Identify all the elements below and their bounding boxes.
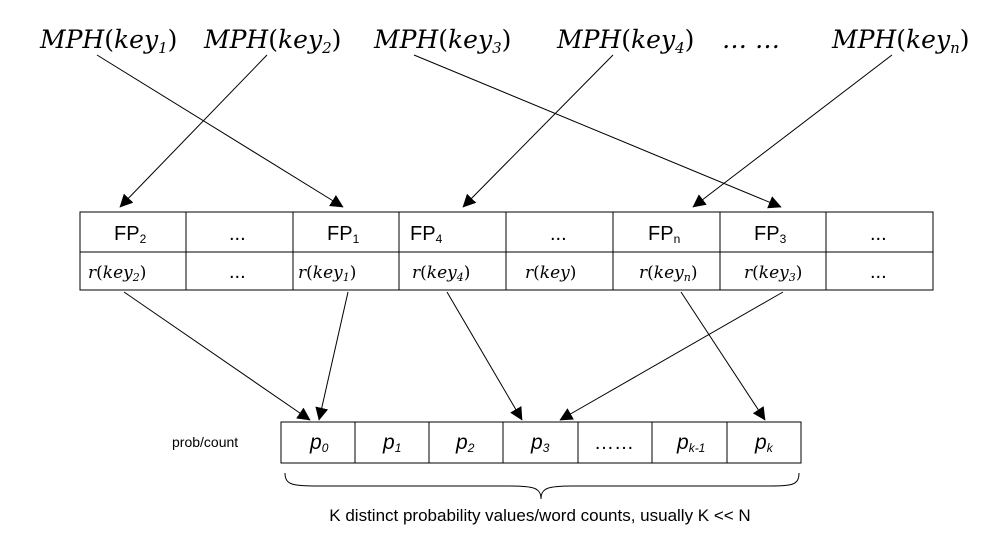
- fp-cell-ellipsis: ...: [870, 223, 887, 245]
- mph-key-n-label: MPH(keyn): [831, 25, 970, 57]
- mph-key-2-label: MPH(key2): [203, 25, 341, 57]
- fp-cell-ellipsis: ...: [550, 223, 567, 245]
- prob-cell-3: p3: [530, 431, 550, 455]
- r-key-cell-1: r(key1): [298, 263, 356, 284]
- rank-to-prob-arrows: [123, 291, 784, 421]
- fp-cell-ellipsis: ...: [229, 223, 246, 245]
- arrow-mph4-to-fp4: [462, 54, 614, 208]
- fp-cell-n: FPn: [648, 223, 680, 246]
- curly-brace: [284, 472, 800, 500]
- mph-key-4-label: MPH(key4): [556, 25, 694, 57]
- r-key-cell-n: r(keyn): [639, 263, 697, 284]
- prob-table-border: [280, 421, 802, 464]
- prob-cell-k-minus-1: pk-1: [676, 431, 705, 455]
- mph-key-3-label: MPH(key3): [373, 25, 511, 57]
- prob-cell-0: p0: [309, 431, 329, 455]
- arrow-mphn-to-fpn: [692, 54, 893, 208]
- r-key-cell-3: r(key3): [744, 263, 802, 284]
- r-key-cell-2: r(key2): [88, 263, 146, 284]
- mph-to-fp-arrows: [96, 54, 893, 209]
- mph-ellipsis: … …: [722, 25, 780, 54]
- mph-key-1-label: MPH(key1): [39, 25, 177, 57]
- fp-cell-3: FP3: [754, 223, 787, 246]
- prob-cell-1: p1: [382, 431, 401, 455]
- r-key-cell-4: r(key4): [412, 263, 470, 284]
- caption-text: K distinct probability values/word count…: [329, 506, 750, 525]
- fp-cell-4: FP4: [410, 223, 443, 246]
- prob-cell-k: pk: [754, 431, 774, 455]
- arrow-r1-to-p0: [315, 291, 349, 421]
- r-key-cell-ellipsis: ...: [229, 261, 246, 283]
- arrow-mph2-to-fp2: [119, 54, 268, 208]
- arrow-rn-to-pk: [680, 291, 766, 421]
- arrow-mph1-to-fp1: [96, 54, 344, 208]
- arrow-r3-to-p3: [559, 291, 784, 421]
- fingerprint-table: FP2 ... FP1 FP4 ... FPn FP3 ... r(key2) …: [79, 211, 934, 291]
- prob-cell-ellipsis: ……: [594, 432, 634, 454]
- prob-cell-2: p2: [455, 431, 475, 455]
- prob-count-row: prob/count p0 p1 p2 p3 …… pk-1 pk: [172, 421, 802, 464]
- arrow-r2-to-p0: [123, 291, 311, 421]
- r-key-cell-plain: r(key): [525, 263, 576, 283]
- fp-cell-1: FP1: [327, 223, 360, 246]
- arrow-mph3-to-fp3: [413, 54, 782, 209]
- mph-labels: MPH(key1) MPH(key2) MPH(key3) MPH(key4) …: [39, 25, 970, 57]
- arrow-r4-to-p3: [446, 291, 523, 421]
- prob-count-label: prob/count: [172, 434, 238, 450]
- fp-cell-2: FP2: [114, 223, 147, 246]
- r-key-cell-ellipsis: ...: [870, 261, 887, 283]
